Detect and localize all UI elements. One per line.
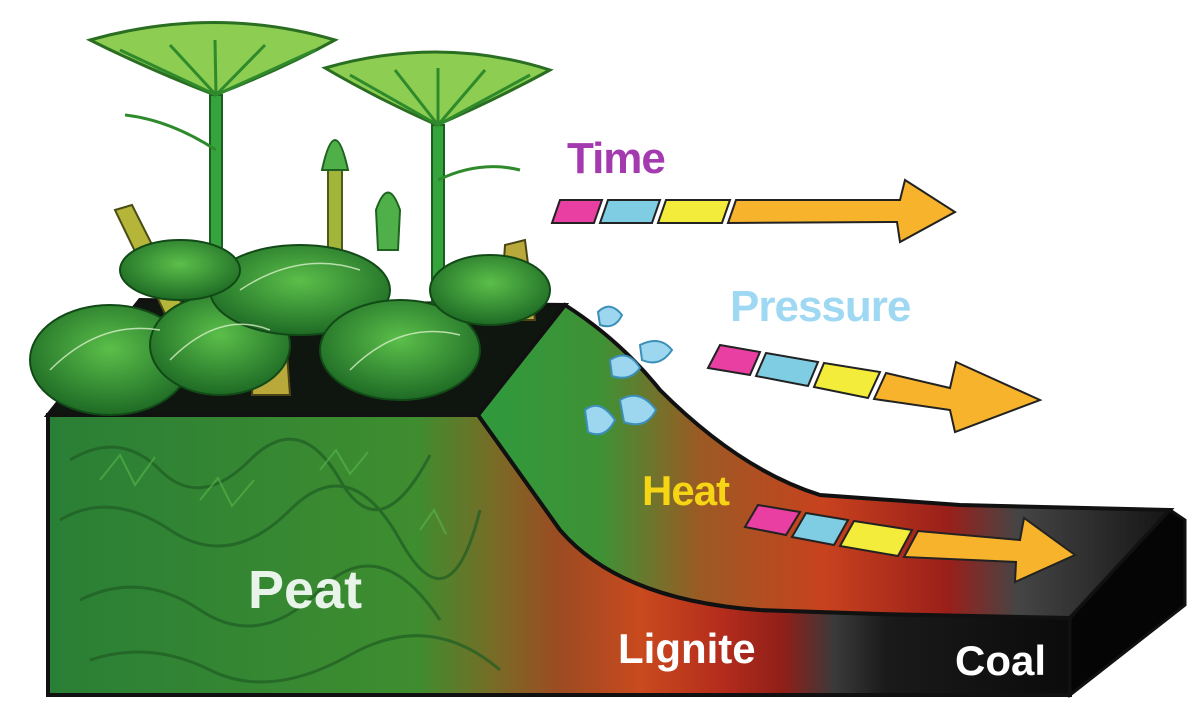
coal-label: Coal <box>955 640 1046 682</box>
pressure-arrow <box>708 345 1040 432</box>
time-arrow <box>552 180 955 242</box>
time-label: Time <box>567 137 665 181</box>
heat-label: Heat <box>642 470 729 512</box>
peat-label: Peat <box>248 563 362 617</box>
pressure-label: Pressure <box>730 285 910 329</box>
lignite-label: Lignite <box>618 628 756 670</box>
